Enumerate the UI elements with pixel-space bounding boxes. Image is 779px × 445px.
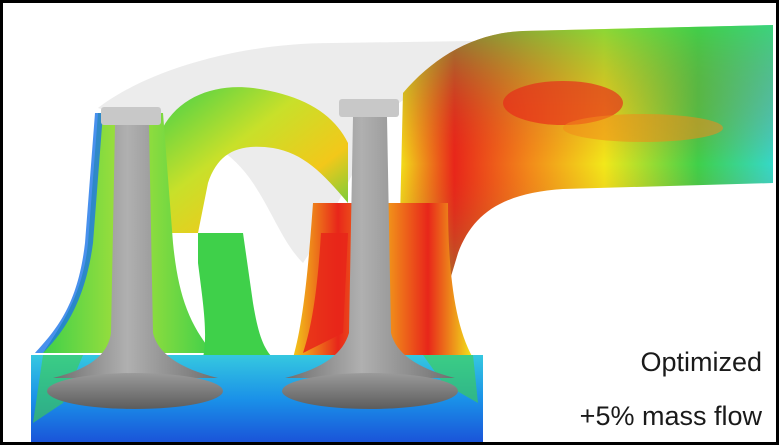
right-valve-head — [282, 373, 458, 409]
left-inner-port-flow — [198, 233, 273, 358]
crossover-arch — [158, 87, 348, 233]
left-valve-head — [47, 373, 223, 409]
runner-hot-spot — [503, 81, 623, 125]
runner-core-streak — [563, 114, 723, 142]
runner-edge-shading — [398, 25, 773, 303]
right-valve-guide — [339, 99, 399, 117]
right-port-inner-red — [303, 233, 348, 353]
right-valve-stem — [285, 117, 455, 378]
caption-mass-flow: +5% mass flow — [579, 401, 762, 431]
left-valve-guide — [101, 107, 161, 125]
caption-title: Optimized — [640, 347, 762, 377]
chamber-jet-right — [423, 355, 478, 403]
left-port-blue-edge — [35, 113, 103, 353]
cfd-flow-visualization — [31, 25, 773, 442]
left-valve-stem — [53, 125, 218, 378]
